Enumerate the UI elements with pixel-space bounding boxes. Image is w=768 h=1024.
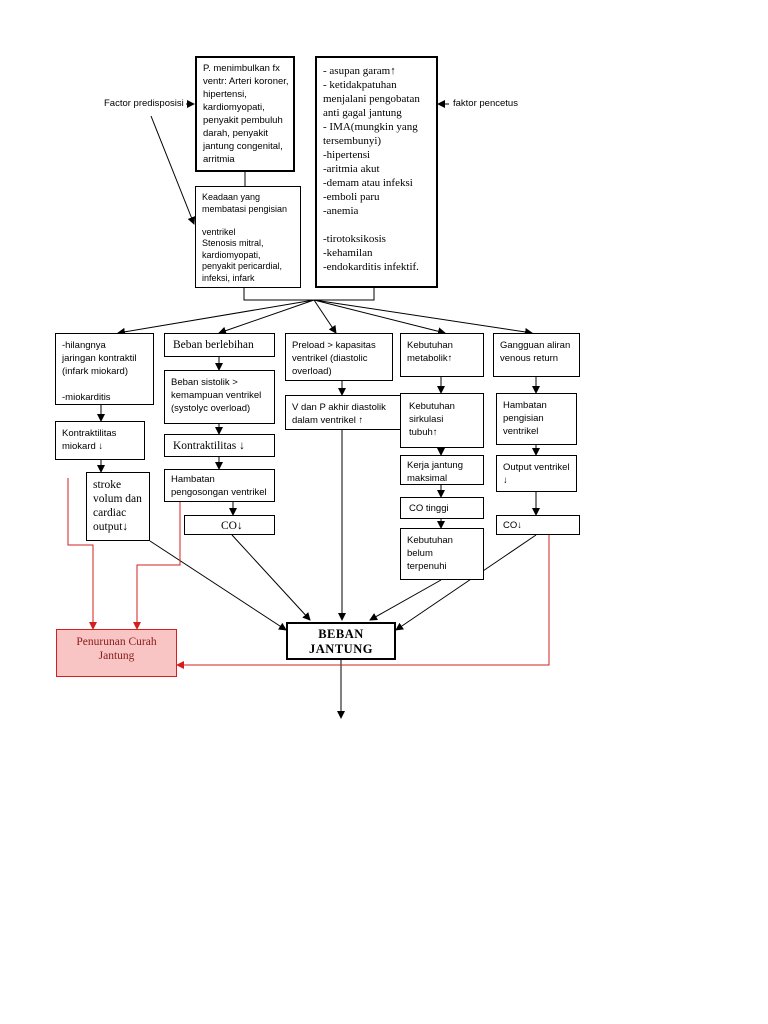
beban-jantung-box: BEBAN JANTUNG [286,622,396,660]
predisposisi-box: P. menimbulkan fx ventr: Arteri koroner,… [195,56,295,172]
col2-head-box: Beban berlebihan [164,333,275,357]
red-line-col1 [67,478,97,630]
pencetus-text: - asupan garam↑ - ketidakpatuhan menjala… [323,65,420,273]
col2-sistolik-text: Beban sistolik > kemampuan ventrikel (sy… [171,377,262,414]
arrow-col1-to-beban [149,540,287,631]
arrow-col2-to-beban [231,534,311,621]
fan-arrow-col5 [313,299,533,336]
col2-co-box: CO↓ [184,515,275,535]
col5-output-text: Output ventrikel ↓ [503,462,570,486]
red-line-col5 [176,535,550,669]
col2-sistolik-box: Beban sistolik > kemampuan ventrikel (sy… [164,370,275,424]
col4-kerja-text: Kerja jantung maksimal [407,460,463,484]
penurunan-curah-jantung-text: Penurunan Curah Jantung [76,636,157,662]
col1-head-box: -hilangnya jaringan kontraktil (infark m… [55,333,154,405]
col4-kerja-box: Kerja jantung maksimal [400,455,484,485]
col3-vp-text: V dan P akhir diastolik dalam ventrikel … [292,402,386,426]
col1-kontraktilitas-box: Kontraktilitas miokard ↓ [55,421,145,460]
fan-arrow-col4 [313,299,446,336]
col1-stroke-box: stroke volum dan cardiac output↓ [86,472,150,541]
col4-sirkulasi-text: Kebutuhan sirkulasi tubuh↑ [409,401,455,438]
col1-head-text: -hilangnya jaringan kontraktil (infark m… [62,340,137,403]
bracket-top [243,288,375,301]
col4-sirkulasi-box: Kebutuhan sirkulasi tubuh↑ [400,393,484,448]
predisposisi-text: P. menimbulkan fx ventr: Arteri koroner,… [203,63,289,165]
col2-hambatan-box: Hambatan pengosongan ventrikel [164,469,275,502]
fan-arrow-col1 [117,299,315,336]
col1-stroke-text: stroke volum dan cardiac output↓ [93,479,142,533]
col4-kebutuhan-box: Kebutuhan belum terpenuhi [400,528,484,580]
beban-jantung-text: BEBAN JANTUNG [309,627,373,656]
col5-head-box: Gangguan aliran venous return [493,333,580,377]
col3-vp-box: V dan P akhir diastolik dalam ventrikel … [285,395,401,430]
col2-kontraktilitas-text: Kontraktilitas ↓ [173,440,245,452]
keadaan-box: Keadaan yang membatasi pengisian ventrik… [195,186,301,288]
col2-kontraktilitas-box: Kontraktilitas ↓ [164,434,275,457]
col5-head-text: Gangguan aliran venous return [500,340,571,364]
arrow-predisposisi-diagonal [150,115,196,225]
col4-co-box: CO tinggi [400,497,484,519]
col5-co-box: CO↓ [496,515,580,535]
col4-kebutuhan-text: Kebutuhan belum terpenuhi [407,535,453,572]
col5-hambatan-text: Hambatan pengisian ventrikel [503,400,547,437]
col2-head-text: Beban berlebihan [173,339,254,351]
col5-co-text: CO↓ [503,520,522,531]
label-factor-predisposisi: Factor predisposisi [104,98,184,109]
fan-arrow-col2 [218,299,315,335]
keadaan-text: Keadaan yang membatasi pengisian ventrik… [202,192,288,283]
col4-co-text: CO tinggi [409,503,449,514]
pencetus-box: - asupan garam↑ - ketidakpatuhan menjala… [315,56,438,288]
col4-head-box: Kebutuhan metabolik↑ [400,333,484,377]
label-faktor-pencetus: faktor pencetus [453,98,518,109]
col3-head-text: Preload > kapasitas ventrikel (diastolic… [292,340,376,377]
col4-head-text: Kebutuhan metabolik↑ [407,340,453,364]
arrow-col4-to-beban [369,579,442,621]
red-line-col2 [133,500,181,630]
col1-kontraktilitas-text: Kontraktilitas miokard ↓ [62,428,117,452]
col3-head-box: Preload > kapasitas ventrikel (diastolic… [285,333,393,381]
col5-hambatan-box: Hambatan pengisian ventrikel [496,393,577,445]
col2-co-text: CO↓ [221,520,243,532]
col2-hambatan-text: Hambatan pengosongan ventrikel [171,474,267,498]
arrow-col5-to-beban [395,534,537,631]
fan-arrow-col3 [313,299,337,334]
penurunan-curah-jantung-box: Penurunan Curah Jantung [56,629,177,677]
col5-output-box: Output ventrikel ↓ [496,455,577,492]
